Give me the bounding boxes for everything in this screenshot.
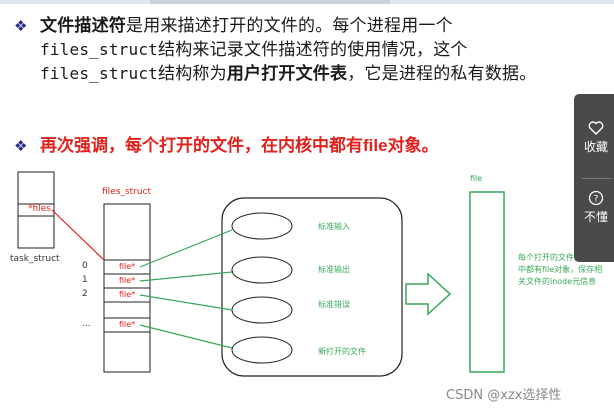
para-text: ，它是进程的私有数据。 xyxy=(347,64,537,84)
favorite-label: 收藏 xyxy=(583,140,608,154)
paragraph-file-object: 再次强调，每个打开的文件，在内核中都有file对象。 xyxy=(40,134,439,158)
file-object-note: 每个打开的文件，在内核中都有file对象，保存相关文件的inode元信息 xyxy=(518,253,606,286)
fd-index-2: 2 xyxy=(82,289,88,299)
big-arrow xyxy=(405,272,452,316)
fd-index-0: 0 xyxy=(82,261,88,271)
term-file-descriptor: 文件描述符 xyxy=(40,16,126,36)
fd-entry-3: file* xyxy=(119,320,136,329)
bullet-icon: ❖ xyxy=(14,17,28,35)
question-icon: ? xyxy=(588,190,604,206)
bullet-icon: ❖ xyxy=(14,137,28,155)
file-object-label: file xyxy=(470,174,483,183)
ellipse-stdin xyxy=(231,212,293,240)
term-file: file xyxy=(363,136,388,155)
floating-sidebar: 收藏 ? 不懂 xyxy=(574,94,614,262)
files-struct-label: files_struct xyxy=(102,187,151,197)
paragraph-files-struct: 文件描述符是用来描述打开的文件的。每个进程用一个 files_struct结构来… xyxy=(40,14,560,86)
task-struct-label: task_struct xyxy=(10,254,60,264)
sidebar-divider xyxy=(582,178,612,179)
pointer-line-0 xyxy=(139,229,233,268)
files-struct-diagram: task_struct *files files_struct 0 1 2 ..… xyxy=(0,160,614,390)
pointer-line-1 xyxy=(139,271,233,282)
heart-icon xyxy=(588,121,604,135)
ellipse-stderr xyxy=(231,296,293,324)
label-stdin: 标准输入 xyxy=(318,222,350,231)
para-text: 结构来记录文件描述符的使用情况，这个 xyxy=(158,40,468,60)
pointer-line-3 xyxy=(139,324,233,349)
ellipse-stdout xyxy=(231,256,293,284)
favorite-button[interactable]: 收藏 xyxy=(574,120,614,155)
kernel-files-box xyxy=(221,197,403,377)
file-object-box xyxy=(469,191,505,373)
top-banner-accent xyxy=(150,0,390,4)
fd-entry-0: file* xyxy=(119,262,136,271)
para-text: 是用来描述打开的文件的。每个进程用一个 xyxy=(126,16,453,36)
label-new-file: 新打开的文件 xyxy=(318,347,366,356)
fd-index-ellipsis: ... xyxy=(82,319,91,329)
label-stderr: 标准错误 xyxy=(318,300,350,309)
para-text: 结构称为 xyxy=(158,64,227,84)
pointer-line-2 xyxy=(139,294,233,311)
confused-button[interactable]: ? 不懂 xyxy=(574,190,614,225)
files-pointer-label: *files xyxy=(28,204,51,214)
label-stdout: 标准输出 xyxy=(318,265,350,274)
diagram-shapes xyxy=(17,171,505,377)
fd-entry-2: file* xyxy=(119,290,136,299)
files-pointer-arrow xyxy=(51,209,105,261)
task-struct-box xyxy=(17,171,55,249)
code-files-struct: files_struct xyxy=(40,40,158,59)
term-user-open-file-table: 用户打开文件表 xyxy=(226,64,348,84)
svg-text:?: ? xyxy=(594,195,599,205)
para-text: 对象。 xyxy=(387,136,439,156)
confused-label: 不懂 xyxy=(583,210,608,224)
para-text: 再次强调，每个打开的文件，在内核中都有 xyxy=(40,136,363,156)
fd-index-1: 1 xyxy=(82,275,88,285)
ellipse-new-file xyxy=(231,336,293,364)
fd-entry-1: file* xyxy=(119,276,136,285)
csdn-watermark: CSDN @xzx选择性 xyxy=(446,388,562,403)
code-files-struct: files_struct xyxy=(40,64,158,83)
top-banner xyxy=(0,0,614,4)
